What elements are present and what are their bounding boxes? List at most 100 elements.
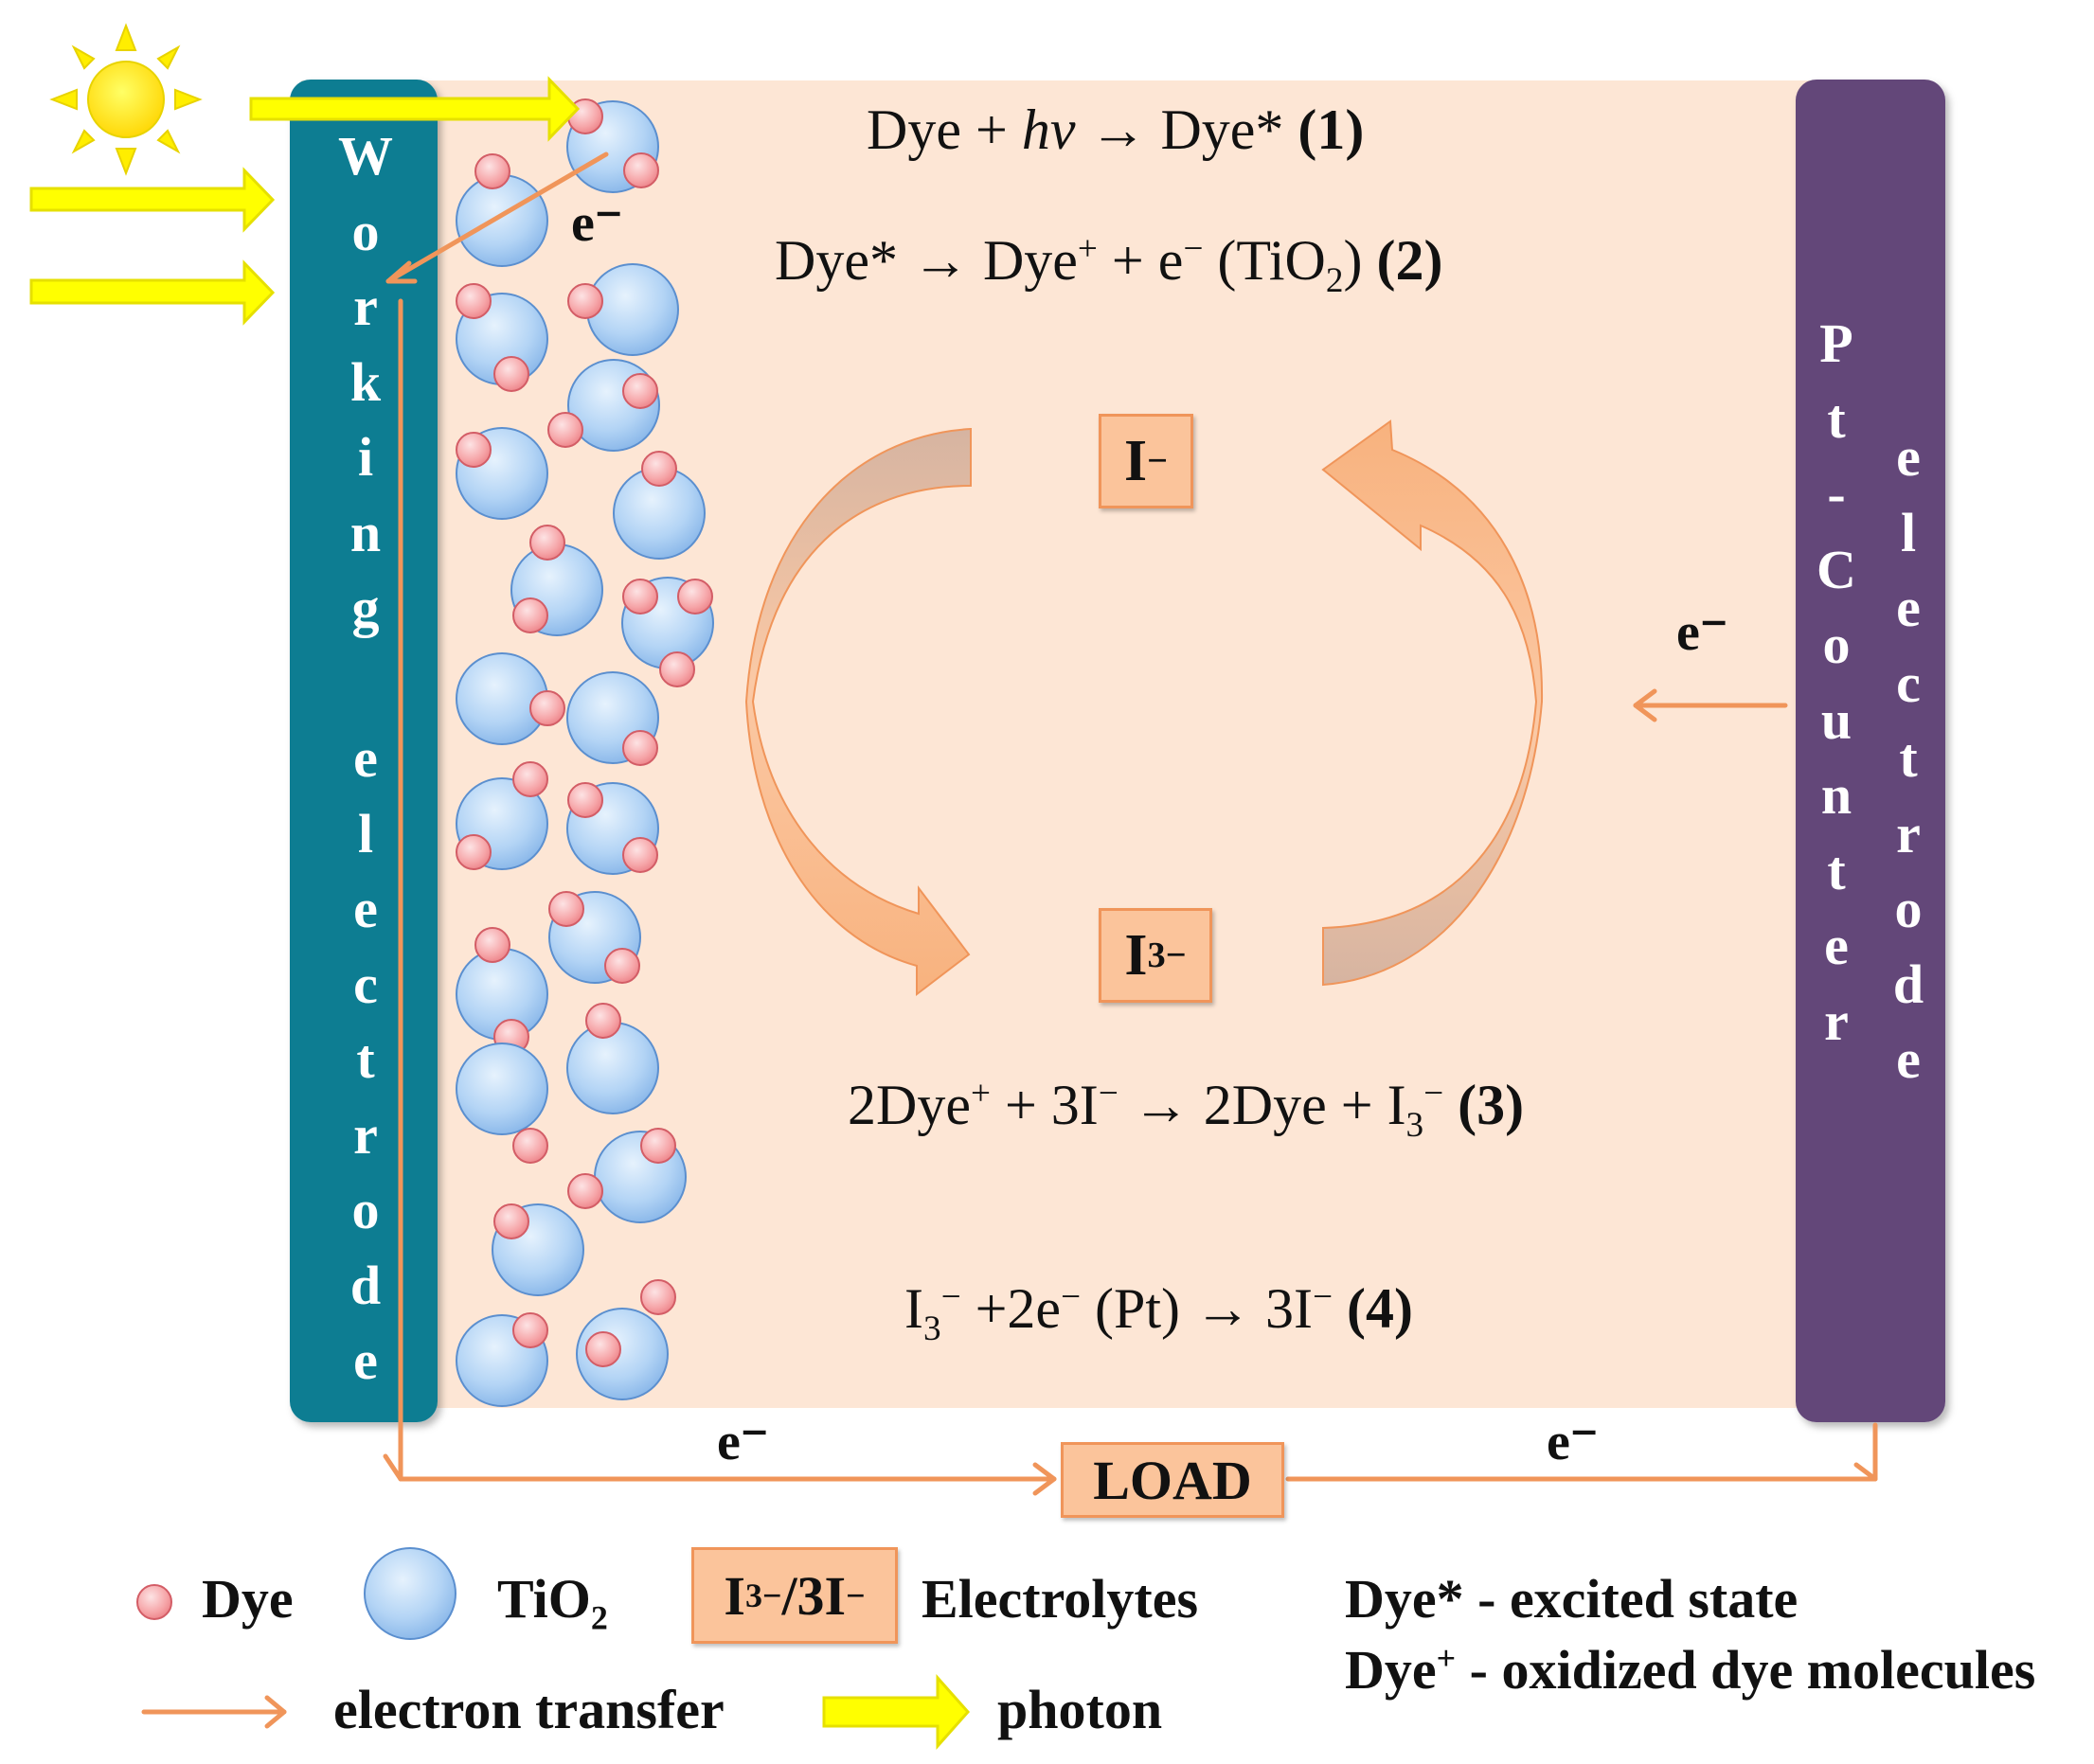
electrode-letter: e xyxy=(1896,1028,1921,1090)
dye-molecule xyxy=(640,1279,676,1315)
sun-icon xyxy=(49,23,203,176)
electrolyte-region xyxy=(301,80,1817,1408)
tio2-particle xyxy=(456,1042,548,1135)
legend-electrolytes-label: Electrolytes xyxy=(922,1568,1199,1630)
electrode-letter: r xyxy=(1824,989,1849,1052)
tio2-particle xyxy=(456,174,548,267)
dye-molecule xyxy=(659,651,695,687)
dye-molecule xyxy=(567,782,603,818)
dye-molecule xyxy=(493,1203,529,1239)
electrode-letter: r xyxy=(1896,802,1921,864)
arrowhead xyxy=(1032,1462,1057,1496)
electrode-letter: W xyxy=(338,125,393,187)
dye-molecule xyxy=(622,373,658,409)
electron-label-circuit-left: e⁻ xyxy=(717,1413,769,1471)
electrode-letter: r xyxy=(353,1103,378,1166)
photon-arrows xyxy=(29,76,581,326)
dye-molecule xyxy=(622,837,658,873)
dye-molecule xyxy=(585,1331,621,1367)
electrode-letter: o xyxy=(351,200,380,262)
electrode-letter: c xyxy=(1896,651,1921,714)
photon-arrow xyxy=(29,167,276,233)
redox-cycle xyxy=(744,419,1544,997)
electron-label-circuit-right: e⁻ xyxy=(1547,1413,1599,1471)
dye-molecule xyxy=(493,356,529,392)
legend-electron-transfer-label: electron transfer xyxy=(333,1679,725,1740)
legend-dye-symbol xyxy=(136,1584,172,1620)
electrode-letter: e xyxy=(1824,915,1849,976)
electrode-letter: C xyxy=(1817,538,1856,600)
electrode-letter: e xyxy=(353,727,378,789)
dye-molecule xyxy=(456,283,492,319)
arrowhead xyxy=(1853,1462,1878,1482)
electron-label-injection: e⁻ xyxy=(571,194,623,253)
counter-electrode xyxy=(1796,80,1945,1422)
legend-photon-arrow xyxy=(822,1674,971,1750)
electrode-letter: c xyxy=(353,953,378,1015)
electrode-letter: P xyxy=(1819,312,1853,374)
equation-2: Dye* → Dye+ + e− (TiO2) (2) xyxy=(775,229,1443,301)
electron-transfer-arrows xyxy=(141,151,1878,1729)
dye-molecule xyxy=(512,1128,548,1164)
arrowhead xyxy=(1633,688,1657,722)
arrowhead xyxy=(383,1453,403,1482)
electrode-letter: t xyxy=(1899,727,1918,789)
electrode-letter: o xyxy=(1894,878,1923,939)
dye-molecule xyxy=(512,1312,548,1348)
dye-molecule xyxy=(567,1173,603,1209)
electrode-letter: d xyxy=(1892,953,1924,1015)
electrode-letter: t xyxy=(1827,839,1846,901)
tio2-dye-particles xyxy=(456,98,714,1407)
electrode-letter: d xyxy=(349,1254,382,1316)
legend-dye-oxidized: Dye+ - oxidized dye molecules xyxy=(1345,1639,2036,1701)
dye-molecule xyxy=(529,525,565,561)
electrode-letter: n xyxy=(349,501,382,563)
equation-3: 2Dye+ + 3I− → 2Dye + I3− (3) xyxy=(848,1074,1525,1146)
dye-molecule xyxy=(567,283,603,319)
electrode-letter: r xyxy=(353,276,378,337)
electron-injection-arrow xyxy=(385,151,609,284)
electrode-letter: l xyxy=(357,802,374,864)
electrode-letter: o xyxy=(351,1179,380,1240)
dye-molecule xyxy=(641,451,677,487)
electrode-letter: u xyxy=(1820,688,1852,751)
dye-molecule xyxy=(585,1003,621,1039)
reduction-arc-arrow xyxy=(744,427,972,997)
electron-label-counter: e⁻ xyxy=(1676,603,1728,662)
electrode-letter: e xyxy=(1896,426,1921,488)
dye-molecule xyxy=(474,153,510,189)
iodide-box: I− xyxy=(1099,414,1193,508)
dye-molecule xyxy=(456,834,492,870)
electrode-letter: e xyxy=(1896,577,1921,638)
dye-molecule xyxy=(529,690,565,726)
arrowhead xyxy=(385,260,418,284)
dye-molecule xyxy=(474,927,510,963)
dye-molecule xyxy=(512,597,548,633)
dye-molecule xyxy=(512,761,548,797)
tio2-particle xyxy=(576,1308,669,1400)
electrode-letter: e xyxy=(353,1329,378,1391)
legend-tio2-label: TiO2 xyxy=(497,1568,608,1637)
dye-molecule xyxy=(604,948,640,984)
electrode-letter: i xyxy=(357,426,374,488)
dye-molecule xyxy=(456,432,492,468)
electrode-letter: - xyxy=(1827,463,1846,525)
dye-molecule xyxy=(640,1128,676,1164)
dye-molecule xyxy=(548,891,584,927)
equation-4: I3− +2e− (Pt) → 3I− (4) xyxy=(904,1277,1413,1349)
electrode-letter: l xyxy=(1900,501,1917,563)
electrode-letter: t xyxy=(1827,387,1846,450)
arrowhead xyxy=(264,1695,287,1729)
electrode-letter: t xyxy=(356,1028,375,1090)
photon-arrow xyxy=(249,76,581,142)
dye-molecule xyxy=(622,730,658,766)
legend-tio2-symbol xyxy=(364,1547,456,1640)
tio2-particle xyxy=(566,1022,659,1114)
electrode-letter xyxy=(359,646,373,722)
